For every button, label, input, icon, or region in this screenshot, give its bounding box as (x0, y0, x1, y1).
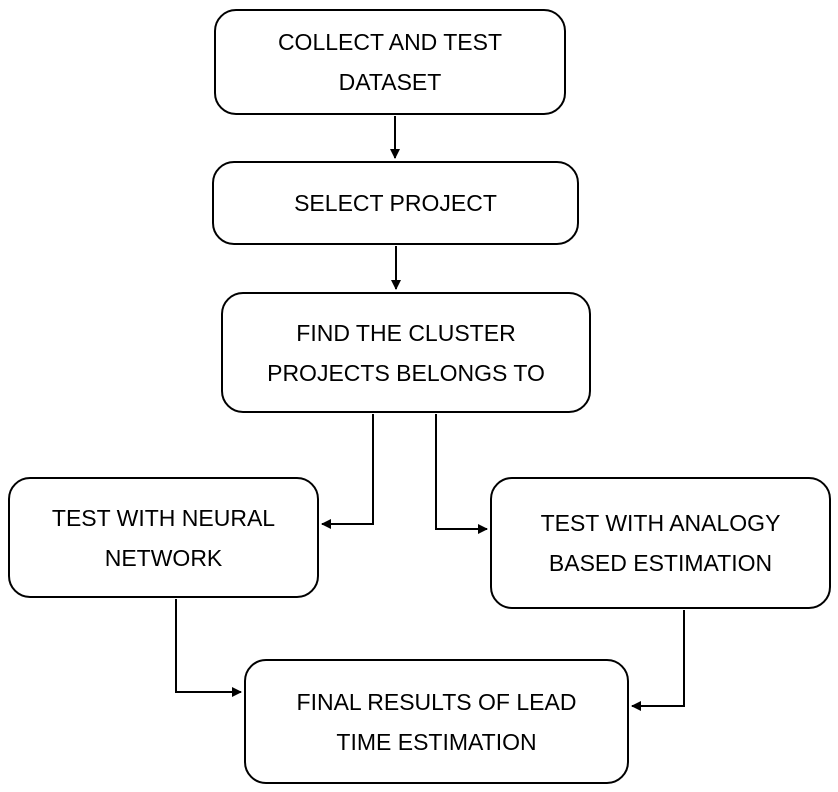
node-find-cluster: FIND THE CLUSTER PROJECTS BELONGS TO (221, 292, 591, 413)
edge-neural-to-final (175, 599, 242, 697)
node-find-cluster-label: FIND THE CLUSTER PROJECTS BELONGS TO (267, 319, 545, 386)
node-final-results: FINAL RESULTS OF LEAD TIME ESTIMATION (244, 659, 629, 784)
node-final-label: FINAL RESULTS OF LEAD TIME ESTIMATION (296, 688, 577, 755)
node-select-label: SELECT PROJECT (294, 190, 497, 216)
node-test-neural-network: TEST WITH NEURAL NETWORK (8, 477, 319, 598)
node-select-project: SELECT PROJECT (212, 161, 579, 245)
node-collect-and-test-dataset: COLLECT AND TEST DATASET (214, 9, 566, 115)
edge-find-cluster-to-analogy (435, 414, 488, 534)
node-collect-label: COLLECT AND TEST DATASET (277, 29, 503, 95)
node-test-analogy-estimation: TEST WITH ANALOGY BASED ESTIMATION (490, 477, 831, 609)
node-neural-label: TEST WITH NEURAL NETWORK (51, 504, 276, 571)
node-analogy-label: TEST WITH ANALOGY BASED ESTIMATION (540, 510, 781, 576)
edge-find-cluster-to-neural (321, 414, 374, 529)
edge-analogy-to-final (631, 610, 685, 711)
